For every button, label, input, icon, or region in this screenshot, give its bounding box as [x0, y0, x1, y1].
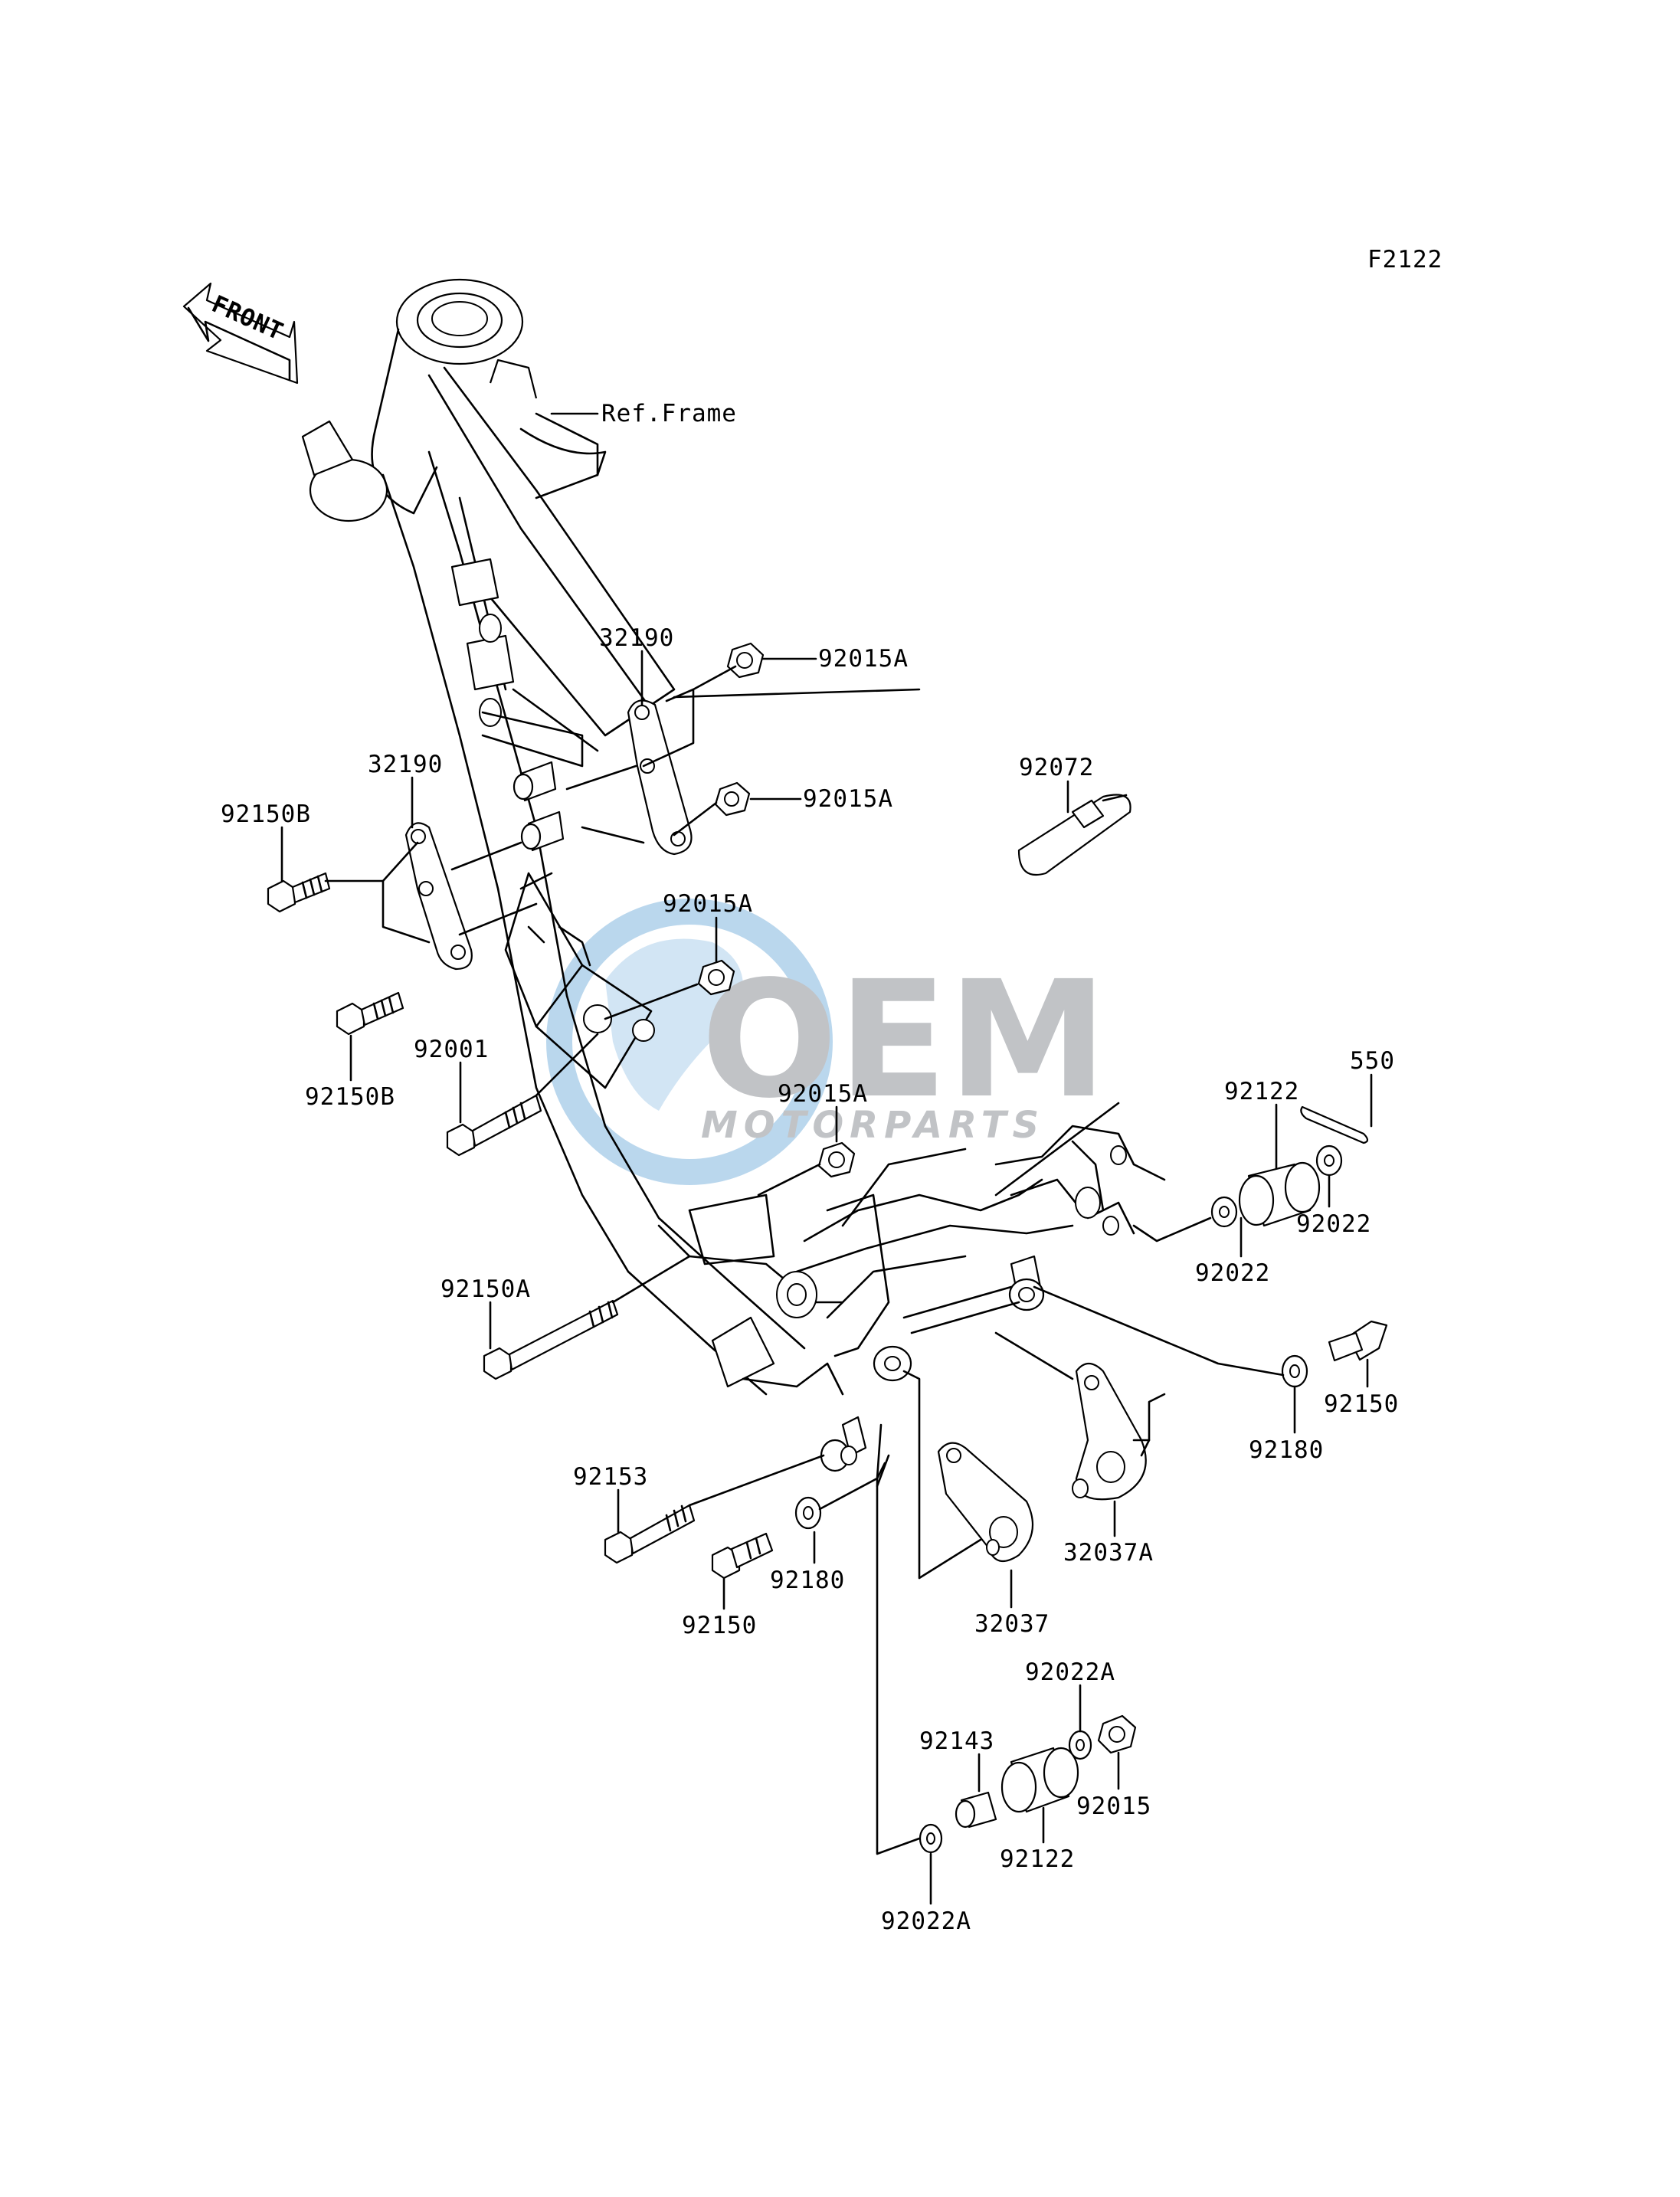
washer-92022A-lower — [919, 1823, 943, 1854]
callout-32190-lower: 32190 — [368, 751, 443, 778]
callout-92143: 92143 — [919, 1727, 994, 1755]
collar-92122-upper — [1238, 1161, 1321, 1227]
watermark-sub: MOTORPARTS — [701, 1104, 1045, 1147]
callout-92180-right: 92180 — [1249, 1436, 1324, 1464]
callout-92180-left: 92180 — [770, 1567, 845, 1594]
washer-92022A-upper — [1068, 1730, 1092, 1760]
nut-92015A-2 — [714, 781, 751, 817]
watermark-brand: OEM — [701, 946, 1108, 1134]
callout-92150-right: 92150 — [1324, 1390, 1399, 1418]
collar-92122-lower — [1000, 1747, 1079, 1813]
washer-92180-left — [794, 1496, 822, 1530]
washer-92180-right — [1281, 1354, 1308, 1388]
callout-92122-upper: 92122 — [1224, 1078, 1299, 1105]
ref-frame-label: Ref.Frame — [601, 400, 737, 427]
callout-92015: 92015 — [1076, 1793, 1151, 1820]
bolt-92153 — [604, 1504, 696, 1564]
sleeve-92143 — [955, 1791, 997, 1829]
callout-550: 550 — [1350, 1047, 1395, 1075]
nut-92015A-3 — [697, 959, 735, 996]
figure-code: F2122 — [1367, 246, 1443, 273]
callout-92022-mid: 92022 — [1195, 1259, 1270, 1287]
pin-550 — [1300, 1105, 1369, 1144]
front-arrow-icon: FRONT — [182, 282, 299, 385]
bracket-32190-upper — [627, 699, 693, 856]
callout-92072: 92072 — [1019, 754, 1094, 781]
hardware-parts — [267, 642, 1388, 1854]
callout-32037: 32037 — [974, 1610, 1050, 1638]
bolt-92150B-2 — [336, 991, 404, 1036]
callout-92150B-2: 92150B — [305, 1083, 395, 1111]
bolt-92150B-1 — [267, 872, 331, 913]
callout-92001: 92001 — [414, 1036, 489, 1063]
callout-92150A: 92150A — [440, 1275, 531, 1303]
callout-92022A-lower: 92022A — [881, 1907, 971, 1935]
callout-92150B-1: 92150B — [221, 801, 311, 828]
callout-labels: Ref.Frame 32190 92015A 92015A 32190 9215… — [221, 400, 1399, 1935]
hanger-32037 — [937, 1442, 1034, 1563]
bolt-92001 — [446, 1094, 542, 1157]
callout-92015A-3: 92015A — [663, 890, 753, 918]
bolt-92150-right — [1328, 1320, 1388, 1362]
washer-92022-right — [1315, 1144, 1343, 1177]
washer-92022-mid — [1210, 1196, 1238, 1228]
oem-watermark: OEM MOTORPARTS — [546, 899, 1108, 1185]
callout-92015A-2: 92015A — [803, 785, 893, 813]
nut-92015 — [1097, 1714, 1137, 1754]
bolt-92150-left — [711, 1532, 774, 1580]
nut-92015A-1 — [726, 642, 765, 679]
callout-32190-upper: 32190 — [599, 624, 674, 652]
callout-92150-left: 92150 — [682, 1612, 757, 1639]
callout-32037A: 32037A — [1063, 1539, 1154, 1567]
callout-92022A-upper: 92022A — [1025, 1658, 1115, 1686]
strap-92072 — [1017, 794, 1131, 876]
leader-lines — [280, 412, 1373, 1905]
frame-drawing — [301, 278, 1166, 1472]
callout-92153: 92153 — [573, 1463, 648, 1491]
callout-92015A-4: 92015A — [778, 1080, 868, 1108]
hanger-32037A — [1072, 1362, 1147, 1501]
callout-92022-right: 92022 — [1296, 1210, 1371, 1238]
nut-92015A-4 — [817, 1141, 856, 1178]
bracket-32190-lower — [404, 822, 473, 971]
bolt-92150A — [483, 1299, 619, 1380]
callout-92122-lower: 92122 — [1000, 1845, 1075, 1873]
callout-92015A-1: 92015A — [818, 645, 909, 673]
